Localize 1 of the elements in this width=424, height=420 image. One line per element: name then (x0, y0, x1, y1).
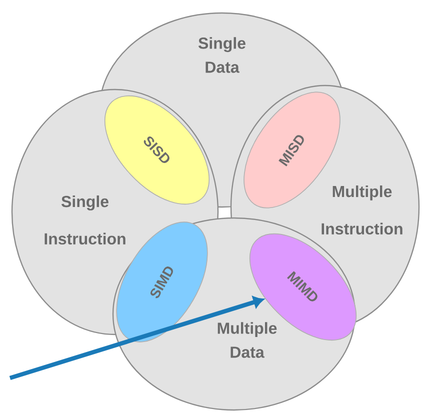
arrow (9, 296, 264, 380)
